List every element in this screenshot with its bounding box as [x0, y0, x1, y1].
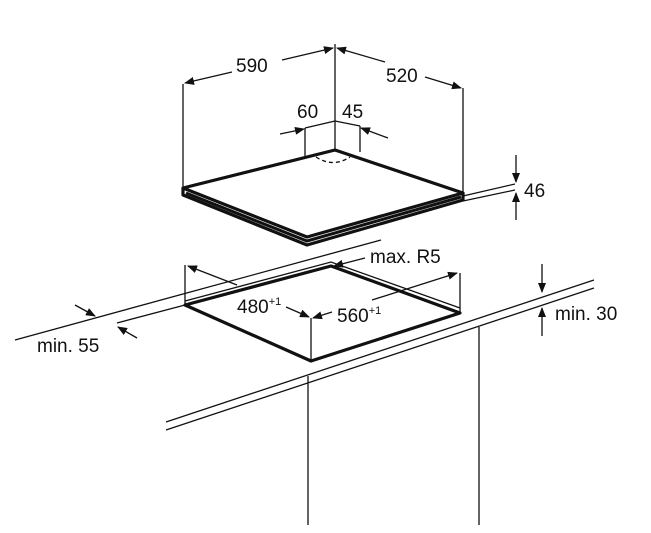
hob-depth-label: 520	[386, 66, 418, 87]
hob-offset-right-label: 45	[342, 102, 363, 123]
front-clearance-label: min. 55	[37, 336, 99, 357]
hob-height-label: 46	[524, 181, 545, 202]
cutout-dimension-arrows	[74, 257, 546, 339]
hob-dimension-arrows	[184, 46, 520, 220]
countertop	[14, 239, 595, 525]
corner-radius-label: max. R5	[370, 247, 441, 268]
hob-extension-lines	[182, 44, 516, 202]
cutout	[183, 261, 462, 363]
hob-offset-left-label: 60	[297, 102, 318, 123]
cutout-depth-label: 480+1	[237, 296, 281, 318]
cutout-width-label: 560+1	[337, 305, 381, 327]
hob	[181, 148, 465, 247]
hob-width-label: 590	[236, 56, 268, 77]
top-clearance-label: min. 30	[555, 304, 617, 325]
